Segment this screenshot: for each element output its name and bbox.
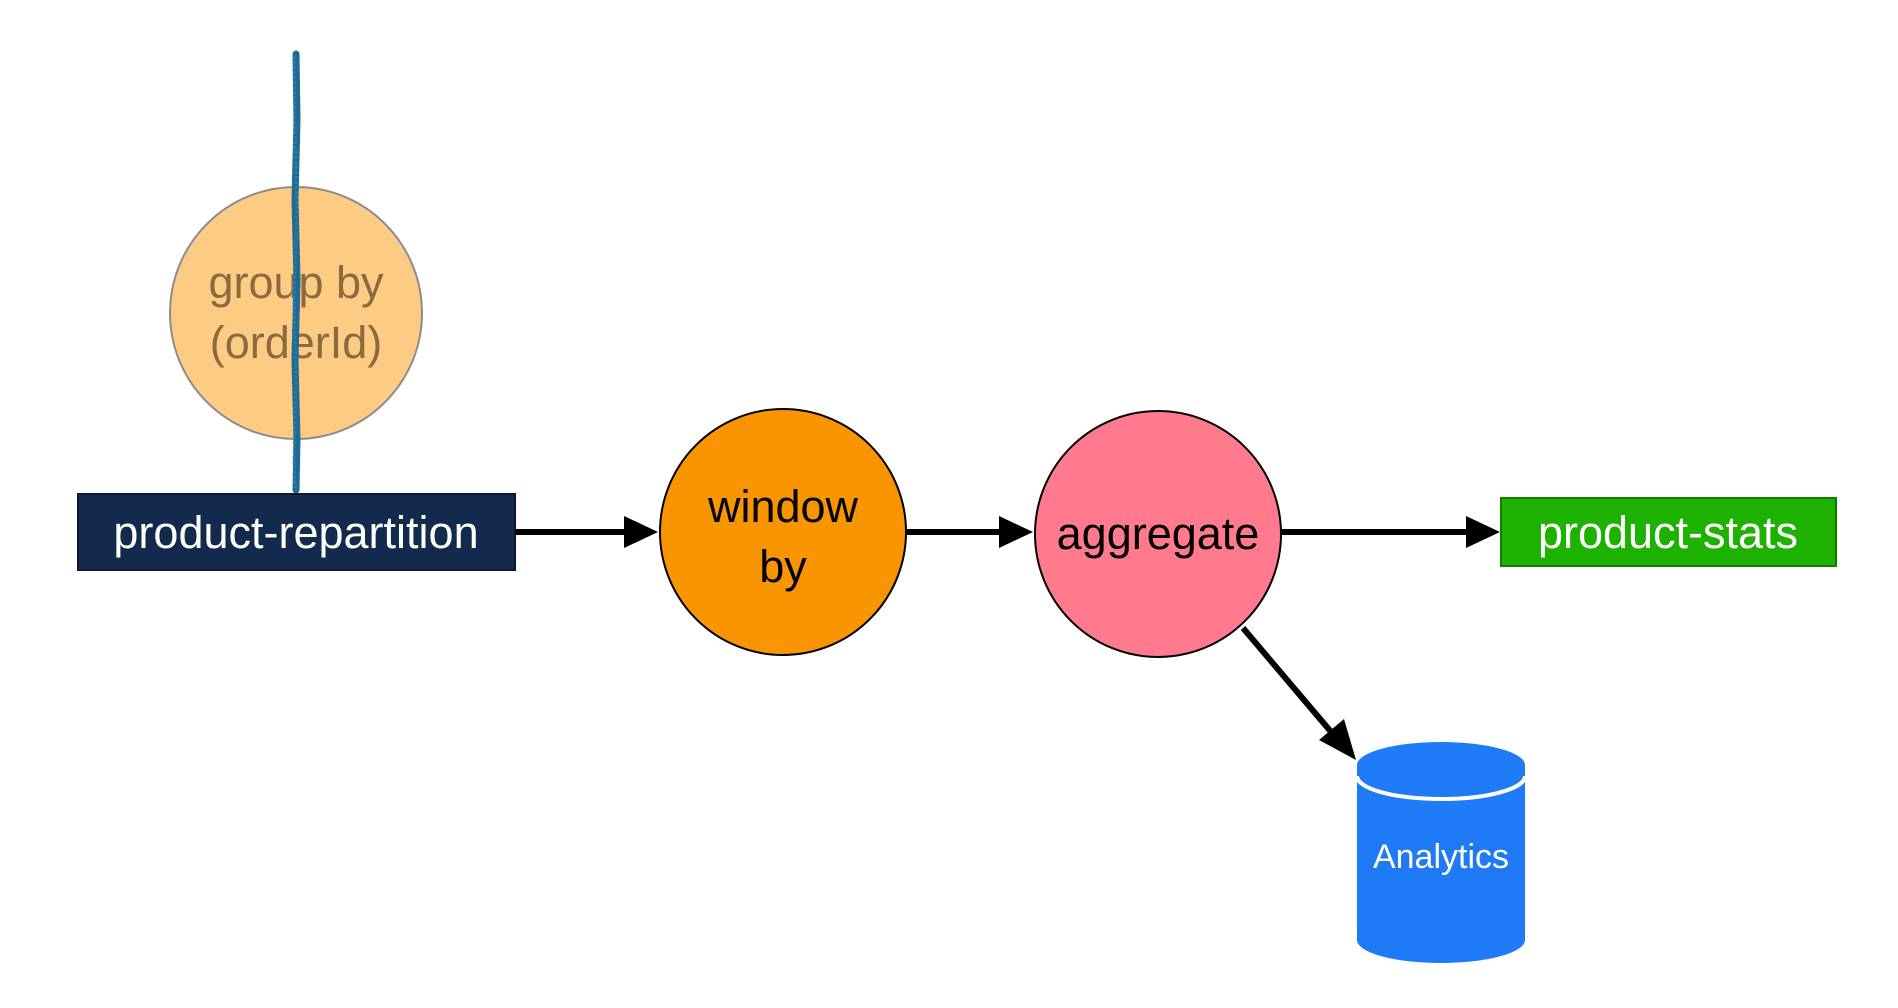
product-repartition-label: product-repartition bbox=[113, 507, 478, 558]
edge-window-to-aggregate bbox=[906, 516, 1033, 548]
edge-aggregate-to-product-stats bbox=[1281, 516, 1500, 548]
aggregate-node: aggregate bbox=[1034, 410, 1282, 658]
analytics-cylinder-body bbox=[1357, 765, 1525, 963]
analytics-label: Analytics bbox=[1373, 838, 1509, 876]
window-by-label-line1: window bbox=[707, 481, 859, 532]
window-by-circle bbox=[659, 408, 907, 656]
strike-through-line bbox=[291, 50, 301, 494]
product-repartition-node: product-repartition bbox=[77, 493, 516, 571]
product-stats-node: product-stats bbox=[1500, 497, 1837, 567]
edge-repartition-to-window bbox=[515, 516, 658, 548]
analytics-cylinder-top bbox=[1357, 742, 1525, 788]
product-stats-label: product-stats bbox=[1538, 507, 1798, 558]
edge-aggregate-to-analytics bbox=[1240, 626, 1356, 760]
window-by-node: window by bbox=[659, 408, 907, 656]
aggregate-label: aggregate bbox=[1057, 508, 1260, 559]
analytics-database-node: Analytics bbox=[1355, 742, 1527, 963]
window-by-label-line2: by bbox=[759, 541, 807, 592]
product-stats-box bbox=[1500, 497, 1837, 567]
analytics-cylinder-rim bbox=[1355, 775, 1527, 801]
